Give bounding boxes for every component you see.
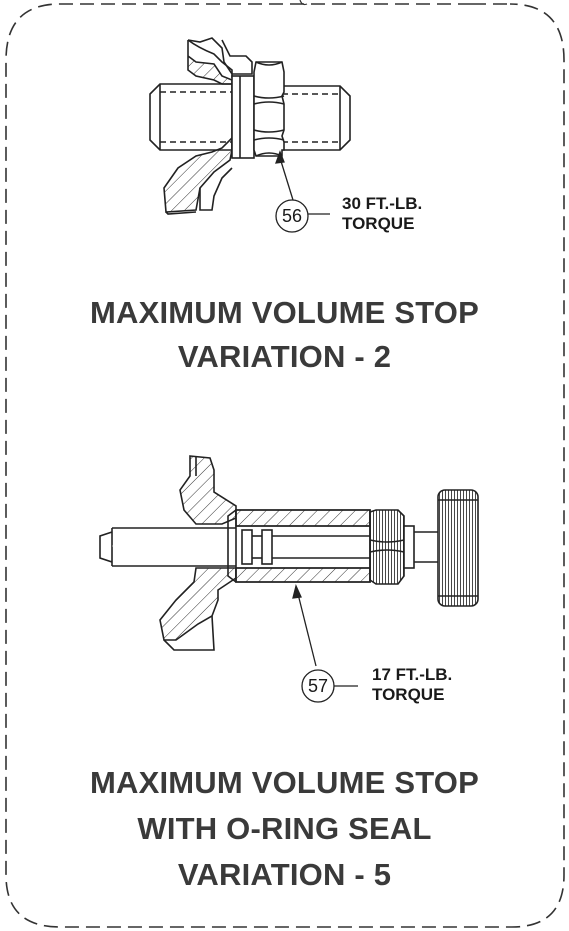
torque-spec-57-value: 17 FT.-LB. [372,665,453,684]
part-number-56: 56 [281,206,303,226]
spacer-collar [403,525,415,569]
variation-5-title-line3: VARIATION - 5 [177,857,392,892]
o-ring-groove [241,529,253,565]
part-number-57: 57 [307,676,329,696]
knurled-knob [437,489,479,607]
hex-nut [253,61,285,157]
housing-upper-section-v5 [179,455,237,525]
variation-5-title-line1: MAXIMUM VOLUME STOP [89,765,479,800]
torque-spec-57-label: TORQUE [372,685,445,704]
housing-lower-section-v5 [159,567,237,641]
jam-nut [369,509,405,585]
torque-spec-56-label: TORQUE [342,214,415,233]
torque-spec-56-value: 30 FT.-LB. [342,194,423,213]
variation-2-title-line2: VARIATION - 2 [177,339,392,374]
stop-shaft [99,527,236,567]
part-57-bubble [301,669,335,703]
variation-5-title-line2: WITH O-RING SEAL [137,811,432,846]
part-56-bubble [275,199,309,233]
variation-2-title-line1: MAXIMUM VOLUME STOP [89,295,479,330]
